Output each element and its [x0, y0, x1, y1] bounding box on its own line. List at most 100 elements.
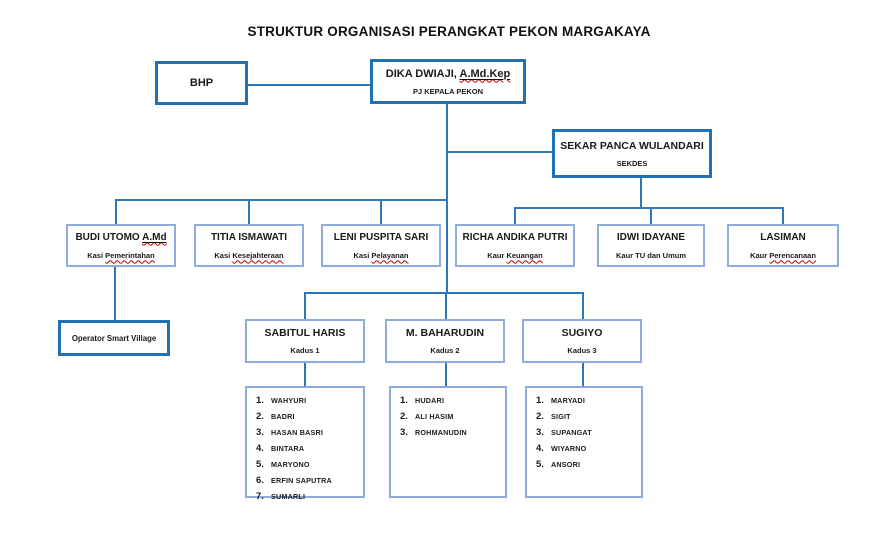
member-name: ERFIN SAPUTRA [271, 476, 332, 485]
node-role: Kadus 1 [290, 346, 320, 355]
node-name: BUDI UTOMO A.Md [75, 231, 167, 243]
member-number: 6. [256, 475, 264, 486]
member-name: SIGIT [551, 412, 571, 421]
chart-title: STRUKTUR ORGANISASI PERANGKAT PEKON MARG… [247, 24, 651, 39]
node-role: Kasi Kesejahteraan [214, 250, 284, 260]
connector-kasi1-operator [114, 267, 116, 320]
member-number: 7. [256, 491, 264, 502]
org-node-operator-smart-village: Operator Smart Village [58, 320, 170, 356]
member-list-item: 1.WAHYURI [256, 395, 359, 411]
org-node-kadus1: SABITUL HARIS Kadus 1 [245, 319, 365, 363]
member-list-item: 2. BADRI [256, 411, 359, 427]
misspelled-word: Pemerintahan [105, 250, 155, 260]
org-node-kaur-tu-umum: IDWI IDAYANE Kaur TU dan Umum [597, 224, 705, 267]
connector-kepala-sekdes [446, 151, 554, 153]
misspelled-word: Pelayanan [371, 250, 409, 260]
member-list-item: 4. BINTARA [256, 443, 359, 459]
member-name: SUPANGAT [551, 428, 592, 437]
connector-bhp-kepala [248, 84, 370, 86]
misspelled-word: Keuangan [506, 250, 543, 260]
member-list-item: 5. ANSORI [536, 459, 637, 475]
member-number: 2. [256, 411, 264, 422]
node-role: Kaur TU dan Umum [615, 250, 686, 260]
member-name: WIYARNO [551, 444, 587, 453]
member-number: 4. [256, 443, 264, 454]
node-role: Kasi Pemerintahan [87, 250, 155, 260]
node-role: Kaur Keuangan [487, 250, 543, 260]
member-number: 1. [536, 395, 544, 406]
org-node-kadus2: M. BAHARUDIN Kadus 2 [385, 319, 505, 363]
connector-stub-kaur2 [650, 207, 652, 224]
node-label: BHP [189, 77, 214, 89]
misspelled-word: Kesejahteraan [232, 250, 284, 260]
member-list-item: 1.HUDARI [400, 395, 501, 411]
member-name: ANSORI [551, 460, 581, 469]
member-list-item: 3. ROHMANUDIN [400, 427, 501, 443]
node-role: Kasi Pelayanan [353, 250, 409, 260]
node-name: DIKA DWIAJI, A.Md.Kep [385, 67, 511, 80]
org-node-kadus3: SUGIYO Kadus 3 [522, 319, 642, 363]
member-name: MARYADI [551, 396, 586, 405]
connector-kadus1-list [304, 363, 306, 386]
member-number: 2. [400, 411, 408, 422]
org-node-kaur-keuangan: RICHA ANDIKA PUTRI Kaur Keuangan [455, 224, 575, 267]
org-node-kasi-kesejahteraan: TITIA ISMAWATI Kasi Kesejahteraan [194, 224, 304, 267]
member-list-item: 6. ERFIN SAPUTRA [256, 475, 359, 491]
node-role: Kadus 2 [430, 346, 460, 355]
connector-sekdes-vertical [640, 178, 642, 209]
member-number: 3. [400, 427, 408, 438]
member-list-item: 1. MARYADI [536, 395, 637, 411]
connector-kadus3-list [582, 363, 584, 386]
connector-stub-kasi3 [380, 199, 382, 224]
member-list-item: 2. SIGIT [536, 411, 637, 427]
member-list-item: 3. HASAN BASRI [256, 427, 359, 443]
node-name: LASIMAN [760, 231, 806, 243]
org-node-kasi-pemerintahan: BUDI UTOMO A.Md Kasi Pemerintahan [66, 224, 176, 267]
member-number: 4. [536, 443, 544, 454]
org-node-bhp: BHP [155, 61, 248, 105]
member-number: 3. [536, 427, 544, 438]
org-node-kasi-pelayanan: LENI PUSPITA SARI Kasi Pelayanan [321, 224, 441, 267]
node-name: RICHA ANDIKA PUTRI [462, 231, 568, 243]
misspelled-word: A.Md.Kep [459, 67, 511, 80]
connector-stub-kaur1 [514, 207, 516, 224]
member-name: ALI HASIM [415, 412, 454, 421]
connector-stub-kadus3 [582, 292, 584, 319]
member-name: BINTARA [271, 444, 305, 453]
node-name: TITIA ISMAWATI [210, 231, 288, 243]
member-list-item: 5.MARYONO [256, 459, 359, 475]
connector-stub-kaur3 [782, 207, 784, 224]
node-role: SEKDES [616, 158, 648, 168]
member-number: 2. [536, 411, 544, 422]
connector-kadus-horizontal [304, 292, 584, 294]
connector-stub-kadus1 [304, 292, 306, 319]
member-name: HUDARI [415, 396, 445, 405]
connector-kasi-horizontal [115, 199, 448, 201]
member-name: ROHMANUDIN [415, 428, 467, 437]
connector-kaur-horizontal [514, 207, 784, 209]
node-name: SEKAR PANCA WULANDARI [560, 139, 704, 152]
member-number: 3. [256, 427, 264, 438]
member-list-item: 7. SUMARLI [256, 491, 359, 507]
connector-stub-kadus2 [445, 292, 447, 319]
connector-stub-kasi1 [115, 199, 117, 224]
member-number: 5. [536, 459, 544, 470]
connector-stub-kasi2 [248, 199, 250, 224]
node-label: Operator Smart Village [71, 333, 157, 343]
connector-kadus2-list [445, 363, 447, 386]
misspelled-word: A.Md [142, 231, 167, 243]
org-node-kaur-perencanaan: LASIMAN Kaur Perencanaan [727, 224, 839, 267]
member-number: 5. [256, 459, 264, 470]
node-name: LENI PUSPITA SARI [333, 231, 429, 243]
node-name: SABITUL HARIS [264, 327, 346, 339]
node-name: M. BAHARUDIN [405, 327, 485, 339]
member-name: BADRI [271, 412, 295, 421]
misspelled-word: Perencanaan [769, 250, 816, 260]
member-name: SUMARLI [271, 492, 306, 501]
kadus3-member-list: 1. MARYADI 2. SIGIT 3. SUPANGAT 4. WIYARNO 5. ANS… [525, 386, 643, 498]
member-list-item: 2. ALI HASIM [400, 411, 501, 427]
member-name: HASAN BASRI [271, 428, 324, 437]
node-role: Kadus 3 [567, 346, 597, 355]
